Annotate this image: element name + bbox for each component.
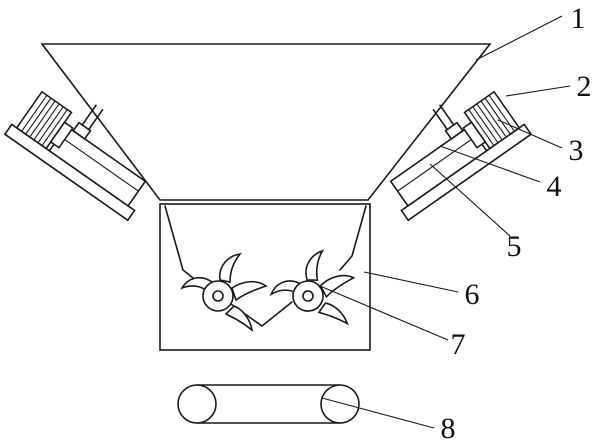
- conveyor-belt: [177, 384, 360, 424]
- hopper: [40, 43, 492, 201]
- label-5: 5: [507, 230, 522, 263]
- label-4: 4: [547, 170, 562, 203]
- label-1: 1: [571, 2, 586, 35]
- label-2: 2: [577, 70, 592, 103]
- label-7: 7: [451, 328, 466, 361]
- label-6: 6: [465, 278, 480, 311]
- label-3: 3: [569, 134, 584, 167]
- label-8: 8: [441, 412, 456, 442]
- part-labels: 1 2 3 4 5 6 7 8: [441, 2, 592, 442]
- leader-lines: [319, 15, 571, 429]
